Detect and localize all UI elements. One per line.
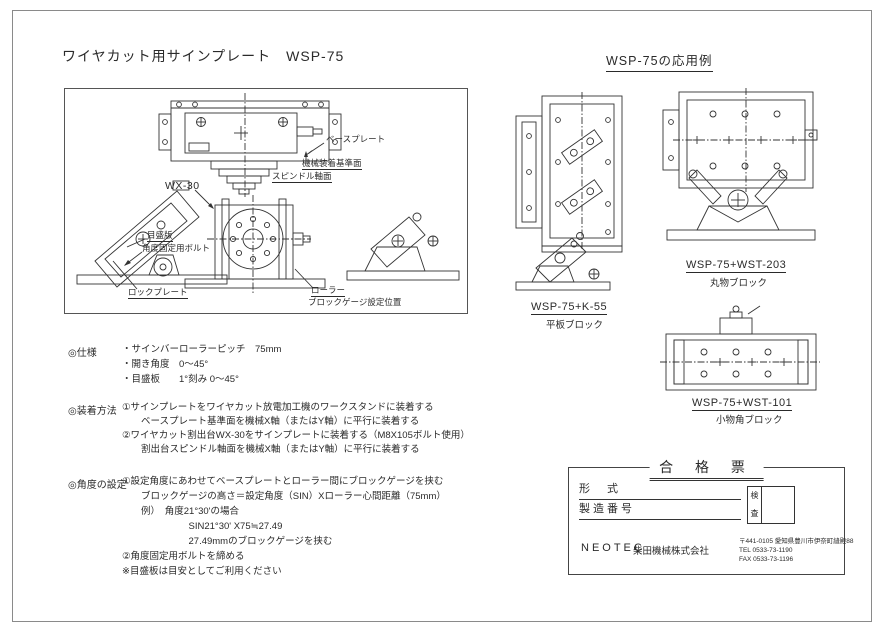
right-side-view <box>346 212 460 281</box>
example-3-drawing <box>660 305 820 391</box>
angle-setting-line: SIN21°30' X75≒27.49 <box>122 521 283 532</box>
spec-line: ・開き角度 0～45° <box>122 359 209 370</box>
inspection-stamp-area <box>762 487 794 523</box>
spec-line: ・目盛板 1°刻み 0～45° <box>122 374 239 385</box>
inspection-stamp-box: 検 査 <box>747 486 795 524</box>
spec-lines: ・サインバーローラーピッチ 75mm ・開き角度 0～45° ・目盛板 1°刻み… <box>122 342 281 387</box>
front-view-sine-plate <box>158 93 342 197</box>
brand-name: NEOTEC <box>581 542 645 554</box>
label-lock-plate: ロックプレート <box>128 287 188 299</box>
label-angle-lock-bolt: 角度固定用ボルト <box>142 243 211 253</box>
wx30-front-view <box>184 195 326 295</box>
main-drawing-panel: ベースプレート 機械装着基準面 スピンドル軸面 WX-30 目盛版 角度固定用ボ… <box>64 88 468 314</box>
example-3-drawing-area <box>658 304 823 396</box>
example-3-model: WSP-75+WST-101 <box>692 397 793 411</box>
label-wx30: WX-30 <box>165 180 200 192</box>
angle-setting-heading: ◎角度の設定 <box>68 480 127 491</box>
mounting-heading: ◎装着方法 <box>68 406 117 417</box>
certificate-serial-label: 製造番号 <box>579 503 635 515</box>
leader-lines <box>112 142 325 290</box>
certificate-box: 合 格 票 形 式 製造番号 検 査 NEOTEC 柴田機械株式会社 〒441-… <box>568 457 854 575</box>
main-technical-drawing <box>76 93 460 295</box>
mounting-line: ②ワイヤカット割出台WX-30をサインプレートに装着する（M8X105ボルト使用… <box>122 430 470 441</box>
company-contact: 〒441-0105 愛知県豊川市伊奈町縫殿88 TEL 0533-73-1190… <box>739 537 854 564</box>
spec-heading: ◎仕様 <box>68 348 97 359</box>
certificate-title: 合 格 票 <box>649 457 764 481</box>
label-base-plate: ベースプレート <box>326 134 386 144</box>
company-address: 〒441-0105 愛知県豊川市伊奈町縫殿88 <box>739 538 854 545</box>
mounting-line: ベースプレート基準面を機械X軸（またはY軸）に平行に装着する <box>122 416 420 427</box>
angle-setting-line: ※目盛板は目安としてご利用ください <box>122 566 282 577</box>
inspection-char-bottom: 査 <box>750 509 759 518</box>
label-machine-mount-surface: 機械装着基準面 <box>302 158 362 170</box>
example-3-caption: 小物角ブロック <box>716 415 783 426</box>
angle-setting-line: ブロックゲージの高さ＝設定角度（SIN）Xローラー心間距離（75mm） <box>122 491 446 502</box>
page-title: ワイヤカット用サインプレート WSP-75 <box>62 48 345 64</box>
example-2-model: WSP-75+WST-203 <box>686 259 787 273</box>
mounting-lines: ①サインプレートをワイヤカット放電加工機のワークスタンドに装着する ベースプレー… <box>122 401 470 457</box>
page-border-frame <box>12 10 872 622</box>
company-fax: FAX 0533-73-1196 <box>739 556 794 563</box>
example-1-caption: 平板ブロック <box>546 320 604 331</box>
inspection-stamp-label: 検 査 <box>748 487 762 523</box>
example-1-model: WSP-75+K-55 <box>531 301 608 315</box>
angle-setting-line: ①設定角度にあわせてベースプレートとローラー間にブロックゲージを挟む <box>122 476 444 487</box>
company-name: 柴田機械株式会社 <box>633 546 710 557</box>
mounting-line: 割出台スピンドル軸面を機械X軸（またはY軸）に平行に装着する <box>122 444 420 455</box>
certificate-model-label: 形 式 <box>579 483 621 495</box>
label-roller: ローラー <box>311 285 346 297</box>
example-2-drawing-area <box>655 88 820 248</box>
example-2-caption: 丸物ブロック <box>710 278 768 289</box>
example-1-drawing-area <box>510 92 640 298</box>
angle-setting-line: 例） 角度21°30'の場合 <box>122 506 239 517</box>
certificate-model-row: 形 式 <box>579 480 741 500</box>
inspection-char-top: 検 <box>750 491 759 500</box>
examples-section-title: WSP-75の応用例 <box>606 50 713 72</box>
label-spindle-surface: スピンドル軸面 <box>272 171 332 183</box>
angle-setting-line: ②角度固定用ボルトを締める <box>122 551 245 562</box>
spec-line: ・サインバーローラーピッチ 75mm <box>122 344 282 355</box>
tilted-side-view <box>76 180 228 288</box>
angle-setting-line: 27.49mmのブロックゲージを挟む <box>122 536 333 547</box>
company-tel: TEL 0533-73-1190 <box>739 547 793 554</box>
example-1-drawing <box>515 92 623 291</box>
label-block-gauge-position: ブロックゲージ設定位置 <box>308 297 402 307</box>
angle-setting-lines: ①設定角度にあわせてベースプレートとローラー間にブロックゲージを挟む ブロックゲ… <box>122 474 446 579</box>
certificate-serial-row: 製造番号 <box>579 500 741 520</box>
example-2-drawing <box>662 88 818 241</box>
label-scale-plate: 目盛版 <box>147 230 173 242</box>
mounting-line: ①サインプレートをワイヤカット放電加工機のワークスタンドに装着する <box>122 402 434 413</box>
